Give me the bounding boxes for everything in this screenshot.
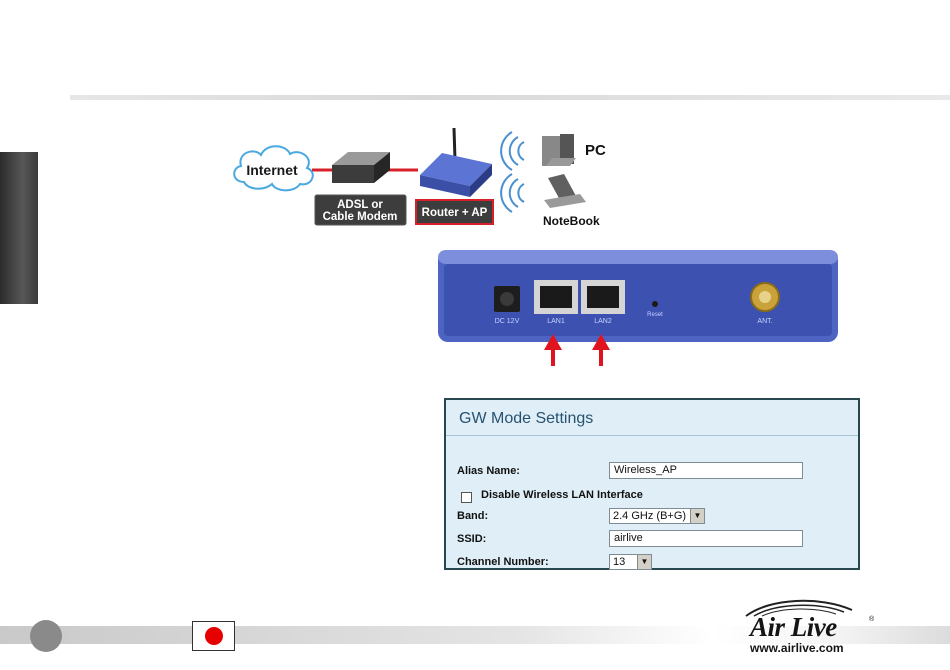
brand-name: Air Live xyxy=(750,612,837,643)
reset-label: Reset xyxy=(647,312,663,318)
dc-power-jack xyxy=(494,286,520,312)
modem-label-line1: ADSL or xyxy=(337,199,383,211)
antenna-connector xyxy=(751,283,779,311)
gw-settings-title: GW Mode Settings xyxy=(459,410,593,428)
gw-mode-settings-panel: GW Mode Settings Alias Name: Wireless_AP… xyxy=(444,398,860,570)
notebook-label: NoteBook xyxy=(543,214,600,228)
alias-name-label: Alias Name: xyxy=(457,465,520,477)
disable-wlan-label: Disable Wireless LAN Interface xyxy=(481,489,643,501)
lan1-label: LAN1 xyxy=(547,318,565,325)
laptop-icon xyxy=(544,174,586,208)
chevron-down-icon[interactable]: ▼ xyxy=(637,555,651,569)
alias-name-input[interactable]: Wireless_AP xyxy=(609,462,803,479)
wireless-waves-icon xyxy=(501,174,524,212)
band-select[interactable]: 2.4 GHz (B+G) ▼ xyxy=(609,508,705,524)
internet-label: Internet xyxy=(246,162,298,178)
cloud-icon: Internet xyxy=(234,146,313,190)
airlive-logo: Air Live ® www.airlive.com xyxy=(740,598,880,658)
lan2-label: LAN2 xyxy=(594,318,612,325)
pc-label: PC xyxy=(585,142,606,159)
desktop-pc-icon xyxy=(542,134,576,166)
page-number-circle xyxy=(30,620,62,652)
website-url[interactable]: www.airlive.com xyxy=(750,641,844,655)
lan1-port xyxy=(534,280,578,314)
modem-label-line2: Cable Modem xyxy=(323,211,398,223)
modem-icon xyxy=(332,152,390,183)
band-label: Band: xyxy=(457,510,488,522)
header-rule xyxy=(70,95,950,100)
ant-label: ANT. xyxy=(757,318,772,325)
router-icon xyxy=(420,128,492,197)
side-section-tab xyxy=(0,152,38,304)
lan2-port xyxy=(581,280,625,314)
ssid-label: SSID: xyxy=(457,533,486,545)
channel-number-select[interactable]: 13 ▼ xyxy=(609,554,652,570)
dc-label: DC 12V xyxy=(495,318,520,325)
band-select-value: 2.4 GHz (B+G) xyxy=(613,510,686,522)
ssid-input[interactable]: airlive xyxy=(609,530,803,547)
chevron-down-icon[interactable]: ▼ xyxy=(690,509,704,523)
router-back-panel: DC 12V LAN1 LAN2 Reset ANT. xyxy=(436,246,842,366)
wireless-waves-icon xyxy=(501,132,524,170)
registered-mark: ® xyxy=(869,616,874,623)
reset-button xyxy=(652,301,658,307)
network-diagram: Internet ADSL or Cable Modem Router + AP… xyxy=(230,120,630,235)
title-divider xyxy=(446,435,858,436)
router-label: Router + AP xyxy=(422,207,488,219)
channel-number-label: Channel Number: xyxy=(457,556,549,568)
japan-flag-icon xyxy=(192,621,235,651)
channel-select-value: 13 xyxy=(613,556,625,568)
disable-wlan-checkbox[interactable] xyxy=(461,492,472,503)
